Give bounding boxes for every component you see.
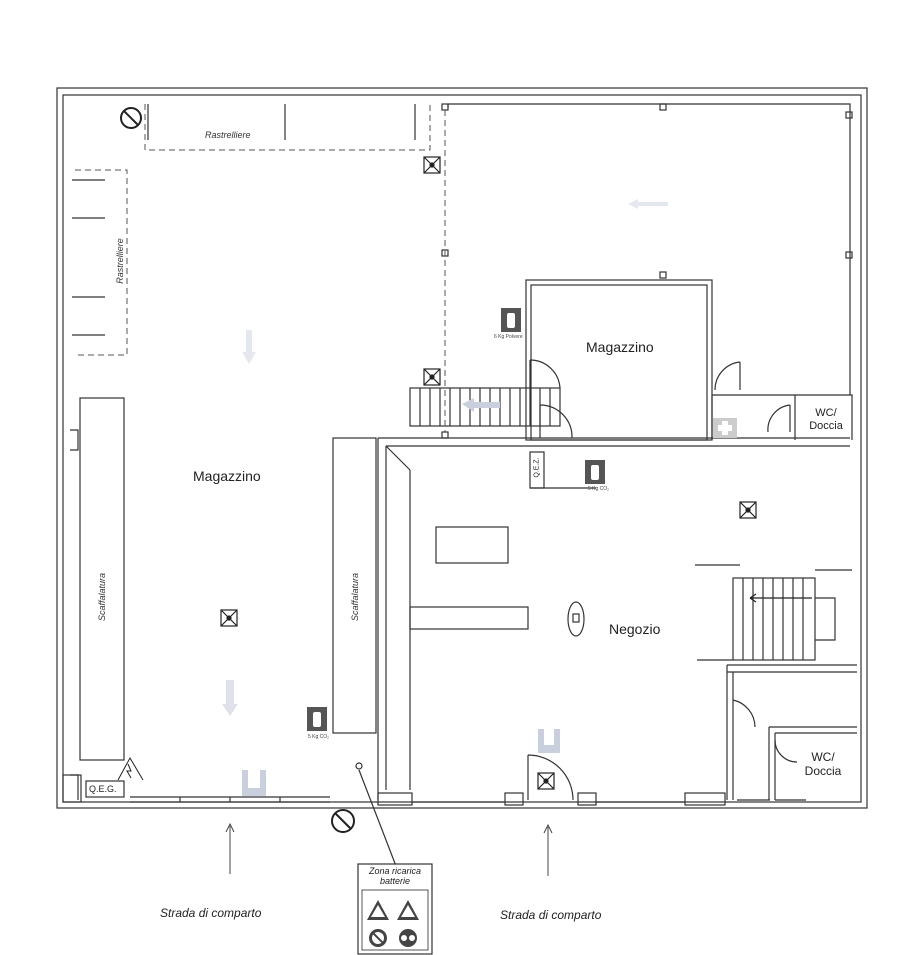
charge-point: [355, 762, 363, 770]
pillar: [504, 792, 524, 806]
extinguisher-icon: [501, 308, 521, 332]
magazzino-small-wall-inner: [530, 284, 708, 441]
stair-right-treads: [742, 578, 836, 660]
extinguisher-icon: [585, 460, 605, 484]
label-rastrelliere-top: Rastrelliere: [205, 130, 251, 140]
lower-right-wall: [726, 664, 857, 800]
exit-arrow-icon: [242, 330, 256, 364]
room-label-wc-top: WC/ Doccia: [809, 407, 843, 432]
pillar: [845, 251, 853, 259]
charging-zone-sign: [357, 863, 433, 955]
rastrelliere-left-zone: [75, 169, 128, 356]
street-arrow-icon: [225, 822, 235, 874]
door-arc: [774, 739, 798, 763]
door-arc: [767, 404, 791, 433]
door-arc: [529, 359, 561, 389]
electric-hazard-icon: [117, 756, 144, 781]
room-label-wc-bottom: WC/ Doccia: [804, 750, 842, 778]
scaffalatura-left: [79, 397, 125, 761]
no-hands-icon: [331, 809, 355, 833]
label-qeg: Q.E.G.: [89, 784, 117, 794]
room-label-magazzino: Magazzino: [193, 468, 261, 484]
stair-arrow-icon: [749, 593, 812, 603]
leader-line: [358, 769, 397, 867]
room-label-magazzino-small: Magazzino: [586, 339, 654, 355]
stair-right-wall: [732, 577, 816, 661]
ceiling-light-icon: [537, 772, 555, 790]
pillar: [659, 271, 667, 279]
oval-sign-inner: [572, 613, 580, 623]
extinguisher-icon: [307, 707, 327, 731]
pillar: [845, 111, 853, 119]
no-smoking-icon: [369, 929, 387, 947]
extinguisher-caption: 5 Kg CO₂: [588, 486, 610, 492]
exit-arrow-icon: [628, 199, 668, 209]
goggles-icon: [399, 929, 417, 947]
no-fan-icon: [120, 107, 142, 129]
first-aid-icon: [713, 418, 737, 438]
stair-left-wall: [409, 387, 561, 427]
door-arc: [732, 699, 756, 728]
street-arrow-icon: [543, 823, 553, 876]
counter-table: [435, 526, 509, 564]
pillar: [577, 792, 597, 806]
rastrelliere-top-zone: [144, 104, 431, 151]
label-rastrelliere-left: Rastrelliere: [115, 238, 125, 284]
room-label-negozio: Negozio: [609, 621, 661, 637]
pillar: [684, 792, 726, 806]
ceiling-light-icon: [739, 501, 757, 519]
wall-stubs: [72, 104, 416, 336]
exit-arrow-icon: [222, 680, 238, 716]
label-scaffalatura-mid: Scaffalatura: [350, 572, 360, 622]
ceiling-light-icon: [220, 609, 238, 627]
bottom-openings: [130, 796, 806, 803]
door-arc: [527, 754, 574, 801]
exit-door-icon: [242, 770, 266, 796]
qeg-box: [85, 780, 125, 798]
ceiling-light-icon: [423, 368, 441, 386]
door-arc: [714, 361, 741, 391]
pillar: [62, 774, 82, 803]
counter-long: [409, 606, 529, 630]
extinguisher-caption: 6 Kg Polvere: [494, 334, 523, 340]
outer-wall: [56, 87, 868, 809]
label-scaffalatura-left: Scaffalatura: [97, 572, 107, 622]
left-wall-marks: [70, 429, 79, 800]
ceiling-light-icon: [423, 156, 441, 174]
warning-triangle-icon: [397, 900, 419, 920]
magazzino-small-wall: [525, 279, 713, 441]
warning-triangle-icon: [367, 900, 389, 920]
wc-top-wall: [711, 394, 853, 440]
partition-wall-right: [695, 564, 852, 661]
exit-arrow-icon: [462, 398, 500, 412]
pillar: [659, 103, 667, 111]
charging-zone-title: Zona ricarica batterie: [368, 866, 422, 886]
negozio-wall: [377, 437, 850, 800]
scaffalatura-mid: [332, 437, 377, 734]
oval-sign: [567, 601, 585, 637]
street-label-right: Strada di comparto: [500, 908, 602, 922]
pillar: [441, 103, 449, 111]
pillar: [441, 431, 449, 439]
extinguisher-caption: 5 Kg CO₂: [308, 734, 330, 740]
outer-wall-inner: [62, 94, 862, 803]
pillar: [377, 792, 413, 806]
label-qez: Q.E.Z.: [533, 457, 541, 478]
door-arc: [539, 404, 573, 439]
exit-door-icon: [538, 729, 560, 753]
street-label-left: Strada di comparto: [160, 906, 262, 920]
